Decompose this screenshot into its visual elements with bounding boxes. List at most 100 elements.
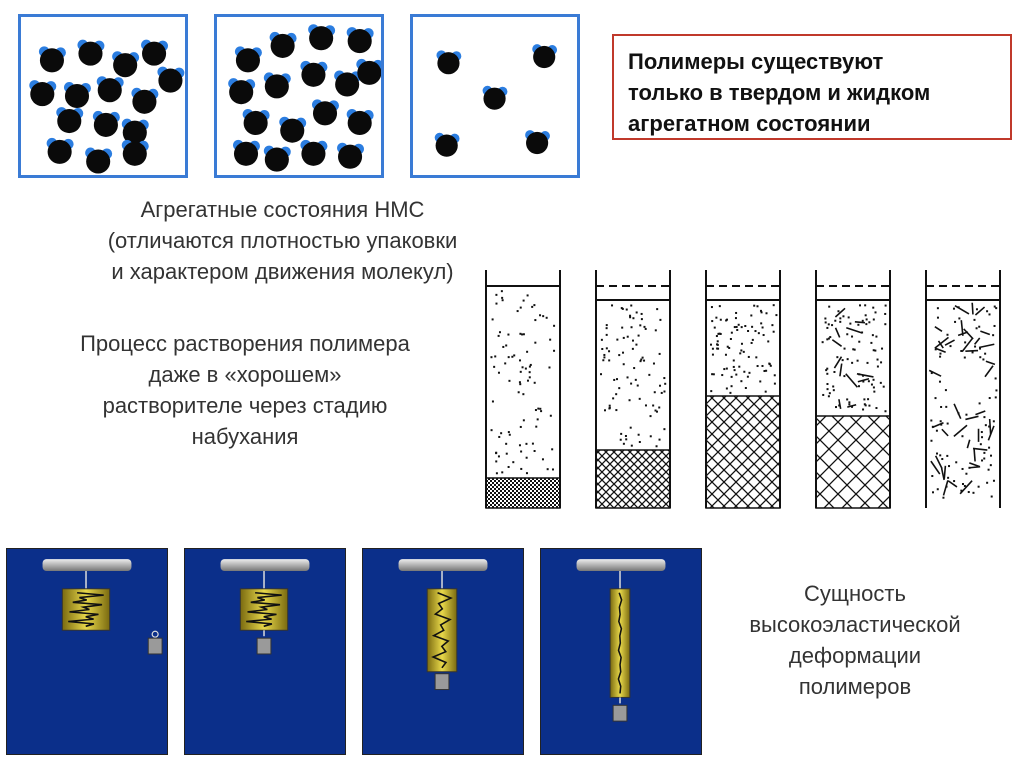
- caption-line: растворителе через стадию: [102, 393, 388, 418]
- molecule: [85, 147, 113, 174]
- tube-5: [925, 270, 1001, 508]
- chain-segment: [960, 320, 964, 336]
- molecule: [279, 116, 307, 143]
- chain-segment: [961, 337, 974, 353]
- chain-segment: [943, 465, 947, 479]
- chain-segment: [954, 304, 970, 315]
- chain-segment: [839, 363, 843, 377]
- molecule: [157, 66, 185, 93]
- chain-segment: [937, 340, 944, 349]
- weight: [612, 704, 628, 722]
- chain-segment: [934, 336, 949, 349]
- molecule: [233, 139, 260, 166]
- deformation-stage-4: [576, 559, 666, 722]
- caption-line: Агрегатные состояния НМС: [140, 197, 425, 222]
- caption-line: Процесс растворения полимера: [80, 331, 410, 356]
- support-bar: [398, 559, 488, 572]
- molecule: [234, 46, 262, 73]
- tube-3: [705, 270, 781, 509]
- chain-segment: [965, 349, 979, 352]
- gas-state-molecules: [434, 44, 558, 157]
- chain-segment: [934, 326, 943, 333]
- liquid-state-box: [214, 14, 384, 178]
- molecule: [77, 39, 105, 66]
- dissolution-tubes-diagram: [478, 260, 1018, 520]
- chain-segment: [834, 307, 846, 318]
- callout-line: агрегатном состоянии: [628, 111, 871, 136]
- caption-line: набухания: [191, 424, 299, 449]
- swollen-polymer: [595, 449, 671, 509]
- dissolution-caption: Процесс растворения полимера даже в «хор…: [40, 328, 450, 452]
- caption-line: даже в «хорошем»: [148, 362, 342, 387]
- tube-1: [485, 270, 561, 509]
- molecule: [131, 87, 159, 114]
- chain-segment: [959, 480, 973, 495]
- molecule: [308, 24, 336, 51]
- molecule: [525, 130, 550, 155]
- molecule: [263, 72, 291, 99]
- molecule: [121, 139, 149, 166]
- molecule: [436, 50, 462, 75]
- molecule: [92, 110, 120, 137]
- deformation-panel-1: [6, 548, 168, 755]
- polymer-chain: [68, 591, 104, 628]
- molecule: [434, 132, 460, 157]
- chain-segment: [987, 425, 995, 441]
- molecule: [337, 142, 365, 169]
- chain-segment: [978, 343, 995, 349]
- molecule: [263, 145, 291, 172]
- molecule: [242, 109, 270, 136]
- chain-segment: [934, 455, 943, 470]
- chain-segment: [857, 377, 870, 383]
- swollen-polymer: [705, 395, 781, 509]
- molecule: [482, 85, 508, 110]
- molecule: [96, 76, 124, 103]
- molecule: [121, 118, 149, 145]
- polymer-chain: [431, 592, 453, 669]
- chain-segment: [831, 339, 843, 347]
- molecule: [56, 107, 84, 134]
- molecule: [112, 51, 140, 78]
- molecule: [269, 31, 297, 58]
- polymer-states-callout: Полимеры существуют только в твердом и ж…: [612, 34, 1012, 140]
- chain-segment: [953, 403, 962, 420]
- molecule: [46, 137, 74, 164]
- deformation-stage-1: [42, 559, 163, 655]
- chain-segment: [940, 468, 945, 481]
- support-bar: [42, 559, 132, 572]
- deformation-panel-3: [362, 548, 524, 755]
- chain-segment: [846, 326, 863, 334]
- chain-segment: [947, 480, 958, 488]
- molecule: [312, 99, 339, 126]
- chain-segment: [838, 399, 842, 410]
- chain-segment: [928, 369, 942, 377]
- solid-state-box: [18, 14, 188, 178]
- chain-segment: [935, 347, 946, 353]
- weight: [434, 673, 450, 691]
- molecule: [63, 82, 91, 109]
- chain-segment: [966, 439, 971, 449]
- molecule: [346, 27, 374, 54]
- chain-segment: [941, 428, 949, 437]
- chain-segment: [847, 403, 857, 408]
- tube-2: [595, 270, 671, 509]
- chain-segment: [953, 424, 968, 437]
- chain-segment: [972, 447, 988, 451]
- chain-segment: [974, 306, 986, 316]
- chain-segment: [984, 365, 994, 378]
- chain-segment: [969, 462, 980, 468]
- callout-line: только в твердом и жидком: [628, 80, 931, 105]
- molecule: [300, 60, 328, 87]
- caption-line: полимеров: [798, 674, 912, 699]
- weight: [256, 637, 272, 655]
- elastic-caption: Сущность высокоэластической деформации п…: [720, 578, 990, 702]
- chain-segment: [944, 339, 955, 346]
- chain-segment: [833, 356, 843, 369]
- caption-line: высокоэластической: [749, 612, 961, 637]
- molecule: [532, 44, 558, 69]
- chain-segment: [975, 410, 986, 416]
- chain-segment: [854, 321, 866, 324]
- deformation-stage-3: [398, 559, 488, 691]
- weight: [147, 637, 163, 655]
- swollen-polymer: [815, 415, 891, 509]
